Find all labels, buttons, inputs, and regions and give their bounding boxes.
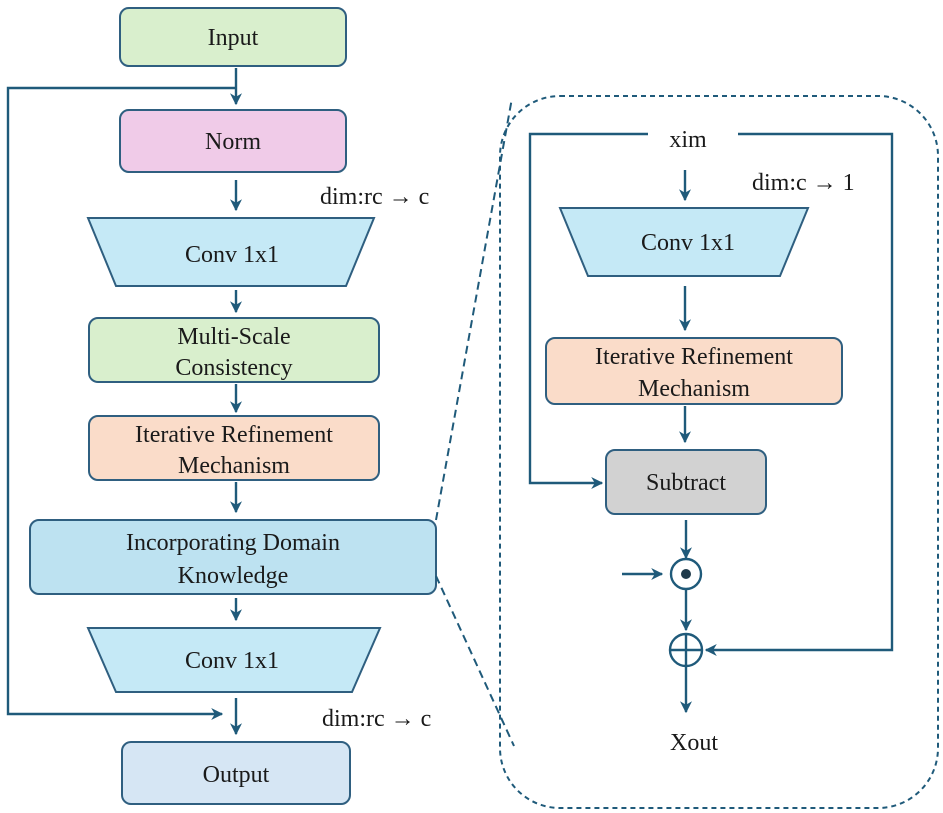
iterative-label-line2: Mechanism <box>178 453 290 479</box>
detail-conv-trapezoid <box>558 207 810 277</box>
detail-iterative-line2: Mechanism <box>638 376 750 402</box>
output-label: Output <box>203 762 270 788</box>
multiply-dot <box>681 569 691 579</box>
skip-connection-arrow <box>6 86 236 720</box>
multi-scale-label-line1: Multi-Scale <box>177 324 290 350</box>
dim-reduction-label-bottom: dim:rc → c <box>322 706 431 732</box>
xim-to-subtract-arrow <box>528 132 648 489</box>
domain-label-line2: Knowledge <box>178 563 289 589</box>
iterative-refinement-box <box>88 415 380 481</box>
output-box <box>121 741 351 805</box>
norm-label: Norm <box>205 129 261 155</box>
detail-iterative-line1: Iterative Refinement <box>595 344 793 370</box>
subtract-label: Subtract <box>646 470 726 496</box>
dim-detail-label: dim:c → 1 <box>752 170 855 196</box>
domain-label-line1: Incorporating Domain <box>126 530 340 556</box>
subtract-box <box>605 449 767 515</box>
input-box <box>119 7 347 67</box>
zoom-connector-bottom <box>435 575 515 747</box>
detail-conv-label: Conv 1x1 <box>641 230 735 256</box>
multi-scale-label-line2: Consistency <box>175 355 292 381</box>
conv-bottom-trapezoid <box>86 627 382 693</box>
dim-reduction-label-top: dim:rc → c <box>320 184 429 210</box>
xim-label: xim <box>669 127 707 153</box>
xout-label: Xout <box>670 730 718 756</box>
conv-top-label: Conv 1x1 <box>185 242 279 268</box>
input-label: Input <box>208 25 259 51</box>
multi-scale-consistency-box <box>88 317 380 383</box>
xim-to-add-arrow <box>704 132 894 656</box>
detail-iterative-box <box>545 337 843 405</box>
iterative-label-line1: Iterative Refinement <box>135 422 333 448</box>
conv-bottom-label: Conv 1x1 <box>185 648 279 674</box>
conv-top-trapezoid <box>86 217 376 287</box>
domain-knowledge-box <box>29 519 437 595</box>
norm-box <box>119 109 347 173</box>
